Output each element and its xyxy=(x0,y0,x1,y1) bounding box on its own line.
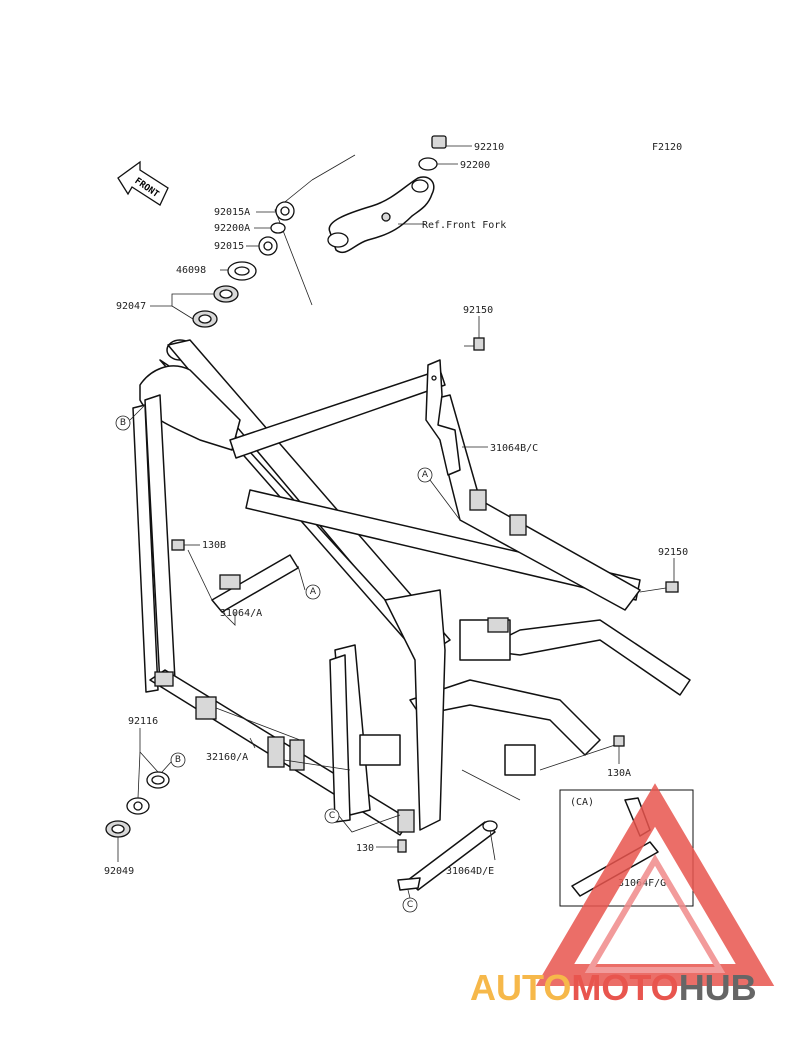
label-92200: 92200 xyxy=(460,160,490,171)
watermark-logo xyxy=(535,783,775,986)
label-130: 130 xyxy=(356,843,374,854)
label-92150-right: 92150 xyxy=(658,547,688,558)
label-92116: 92116 xyxy=(128,716,158,727)
callout-b-bottom: B xyxy=(161,752,186,773)
svg-text:B: B xyxy=(120,418,126,428)
label-92015: 92015 xyxy=(214,241,244,252)
main-frame xyxy=(132,339,691,836)
ref-front-fork: Ref.Front Fork xyxy=(422,220,506,231)
label-92015a: 92015A xyxy=(214,207,250,218)
label-46098: 46098 xyxy=(176,265,206,276)
watermark-part2: MOTO xyxy=(571,967,678,1008)
watermark-text: AUTOMOTOHUB xyxy=(470,967,757,1008)
label-31064de: 31064D/E xyxy=(446,866,494,877)
tube-31064de: 130 31064D/E xyxy=(356,769,521,899)
crossmember-31064a: 130B 31064/A xyxy=(171,539,306,626)
label-31064bc: 31064B/C xyxy=(490,443,538,454)
label-92210: 92210 xyxy=(474,142,504,153)
upper-triple-clamp xyxy=(328,176,435,254)
watermark-part1: AUTO xyxy=(470,967,571,1008)
figure-code: F2120 xyxy=(652,142,682,153)
svg-text:A: A xyxy=(310,587,317,597)
bearing-set-left: 92116 92049 xyxy=(104,716,170,877)
watermark-part3: HUB xyxy=(679,967,757,1008)
svg-text:C: C xyxy=(407,900,413,910)
washer-92200a xyxy=(270,222,286,234)
label-31064a: 31064/A xyxy=(220,608,262,619)
callout-b-top: B xyxy=(115,404,146,431)
label-92200a: 92200A xyxy=(214,223,250,234)
svg-text:A: A xyxy=(422,470,429,480)
front-arrow-icon: FRONT xyxy=(117,160,169,206)
callout-a-right: A xyxy=(417,467,461,521)
headstock-stack: 92015A 92200A 92015 46098 92047 xyxy=(116,201,295,328)
svg-text:B: B xyxy=(175,755,181,765)
svg-text:C: C xyxy=(329,811,335,821)
bolt-92150-right: 92150 xyxy=(639,547,688,593)
label-92047: 92047 xyxy=(116,301,146,312)
inset-label: (CA) xyxy=(570,797,594,808)
label-92150-top: 92150 xyxy=(463,305,493,316)
label-92049: 92049 xyxy=(104,866,134,877)
bolt-130a: 130A xyxy=(539,735,631,779)
top-bracket-group: Ref.Front Fork 92210 92200 xyxy=(274,135,506,306)
label-130a: 130A xyxy=(607,768,631,779)
callout-a-left: A xyxy=(305,584,321,600)
bolt-92150-top: 92150 xyxy=(463,305,493,351)
bracket-31064bc: 31064B/C xyxy=(425,359,538,476)
label-130b: 130B xyxy=(202,540,226,551)
callout-c-mid: C xyxy=(324,808,401,833)
callout-c-bottom: C xyxy=(402,897,418,913)
nut-92210 xyxy=(431,135,447,149)
washer-92200 xyxy=(418,157,438,171)
label-32160a: 32160/A xyxy=(206,752,248,763)
